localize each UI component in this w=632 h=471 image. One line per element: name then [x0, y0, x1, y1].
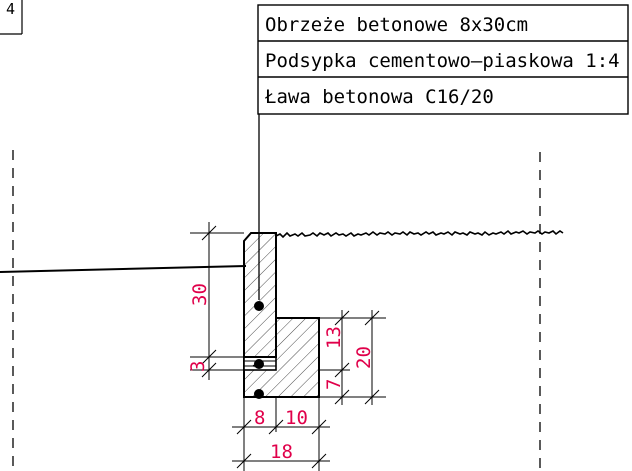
dim-text-bench-ledge: 10	[285, 407, 308, 429]
corner-fragment-text: 4	[6, 0, 15, 18]
concrete-curb	[243, 232, 277, 358]
dim-text-bench-total: 20	[353, 346, 375, 369]
legend-row-bench: Ława betonowa C16/20	[264, 86, 494, 108]
dim-text-bench-lower: 7	[323, 379, 345, 390]
road-surface-line	[0, 265, 247, 273]
legend-table: Obrzeże betonowe 8x30cm Podsypka cemento…	[257, 4, 629, 115]
dimension-bench-height	[319, 310, 386, 405]
leader-dot-bench	[254, 389, 264, 399]
corner-title-fragment: 4	[0, 0, 23, 35]
dimension-curb-height	[190, 222, 244, 380]
dim-text-bench-height: 13	[323, 326, 345, 349]
dim-text-curb-width: 8	[254, 407, 265, 429]
leader-dot-curb	[254, 301, 264, 311]
dim-text-curb-height: 30	[189, 283, 211, 306]
legend-row-bedding: Podsypka cementowo–piaskowa 1:4	[265, 50, 620, 72]
dim-text-bench-width: 18	[270, 441, 293, 463]
dim-text-bedding: 3	[187, 361, 209, 372]
dimension-width	[232, 397, 330, 471]
legend-row-curb: Obrzeże betonowe 8x30cm	[265, 14, 528, 36]
ground-line	[275, 229, 564, 239]
leader-dot-bedding	[254, 359, 264, 369]
